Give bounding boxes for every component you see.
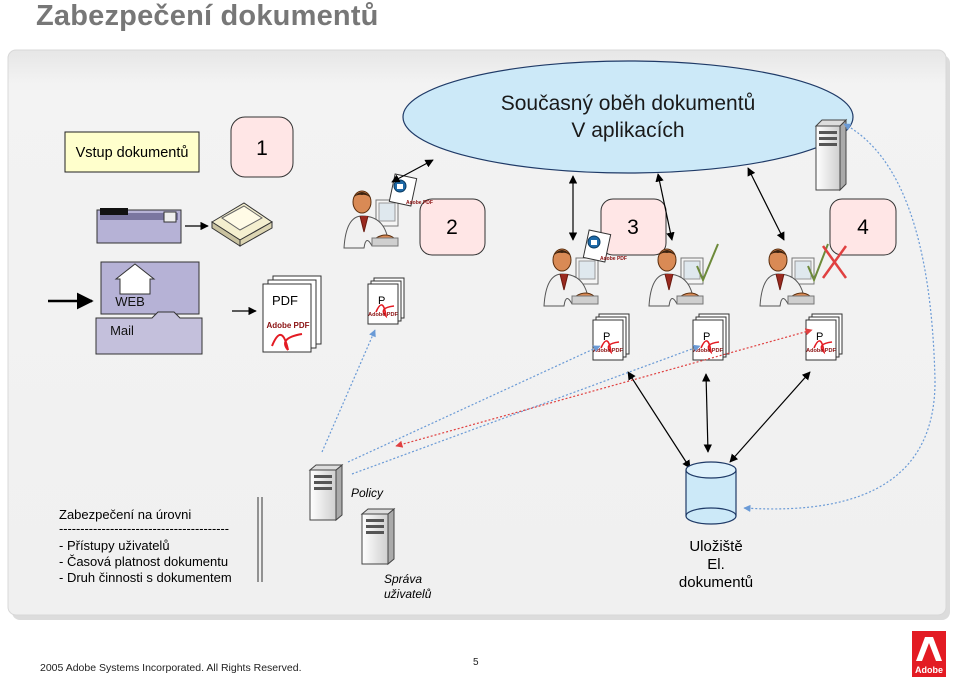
user-management-label-1: Správa	[384, 572, 422, 586]
svg-text:4: 4	[857, 216, 869, 239]
security-separator: ----------------------------------------	[59, 521, 229, 536]
policy-label: Policy	[351, 486, 384, 500]
page-title: Zabezpečení dokumentů	[36, 0, 379, 32]
footer-page-number: 5	[473, 657, 479, 668]
check-mark-3	[696, 243, 719, 283]
security-info-box: Zabezpečení na úrovni ------------------…	[59, 497, 263, 585]
user-management-label-2: uživatelů	[384, 587, 432, 601]
security-item-2: - Časová platnost dokumentu	[59, 554, 228, 569]
svg-text:P: P	[816, 331, 823, 343]
arrow-cloud-step2	[391, 159, 434, 183]
svg-text:P: P	[378, 295, 385, 307]
pdf-document-stack: PDF Adobe PDF	[262, 275, 322, 353]
svg-text:Adobe PDF: Adobe PDF	[406, 200, 433, 206]
svg-text:Adobe PDF: Adobe PDF	[266, 321, 309, 330]
pdf-label: PDF	[272, 293, 298, 308]
step-1-box: 1	[230, 116, 294, 178]
cloud-line-2: V aplikacích	[571, 119, 684, 142]
svg-text:P: P	[603, 331, 610, 343]
svg-text:3: 3	[627, 216, 639, 239]
svg-text:Adobe PDF: Adobe PDF	[806, 348, 836, 354]
policy-server-icon	[309, 464, 343, 521]
svg-text:P: P	[703, 331, 710, 343]
footer-copyright: 2005 Adobe Systems Incorporated. All Rig…	[40, 662, 302, 674]
user-management-server-icon	[361, 508, 395, 565]
mail-label: Mail	[110, 323, 134, 338]
input-documents-label: Vstup dokumentů	[76, 145, 189, 161]
input-documents-box: Vstup dokumentů	[64, 131, 200, 173]
storage-database-icon	[685, 461, 737, 525]
security-heading: Zabezpečení na úrovni	[59, 507, 191, 522]
fax-icon	[96, 208, 182, 244]
server-icon-top	[814, 118, 848, 192]
svg-text:Adobe PDF: Adobe PDF	[600, 256, 627, 262]
pdf-doc-stack-4: P Adobe PDF	[805, 313, 843, 361]
adobe-logo: Adobe	[912, 631, 946, 677]
current-flow-cloud: Současný oběh dokumentů V aplikacích	[402, 60, 854, 174]
web-label: WEB	[115, 294, 145, 309]
storage-label-3: dokumentů	[679, 574, 753, 591]
arrow-cloud-person3	[655, 173, 675, 241]
pdf-doc-stack-1: P Adobe PDF	[367, 277, 405, 325]
svg-text:2: 2	[446, 216, 458, 239]
security-item-3: - Druh činnosti s dokumentem	[59, 570, 232, 585]
scanner-icon	[211, 202, 273, 247]
storage-label-1: Uložiště	[689, 538, 742, 555]
step-3-box: 3	[600, 198, 667, 256]
pdf-doc-stack-2: P Adobe PDF	[592, 313, 630, 361]
svg-text:1: 1	[256, 137, 268, 160]
pdf-badge-2: Adobe PDF	[582, 229, 627, 263]
folder-icon: WEB Mail	[95, 261, 203, 355]
svg-text:Adobe: Adobe	[915, 665, 943, 675]
svg-text:Adobe PDF: Adobe PDF	[693, 348, 723, 354]
cloud-line-1: Současný oběh dokumentů	[501, 92, 756, 115]
step-2-box: 2	[419, 198, 486, 256]
security-item-1: - Přístupy uživatelů	[59, 538, 170, 553]
storage-label-2: El.	[707, 556, 725, 573]
svg-text:Adobe PDF: Adobe PDF	[593, 348, 623, 354]
pdf-doc-stack-3: P Adobe PDF	[692, 313, 730, 361]
svg-text:Adobe PDF: Adobe PDF	[368, 312, 398, 318]
step-4-box: 4	[829, 198, 897, 256]
